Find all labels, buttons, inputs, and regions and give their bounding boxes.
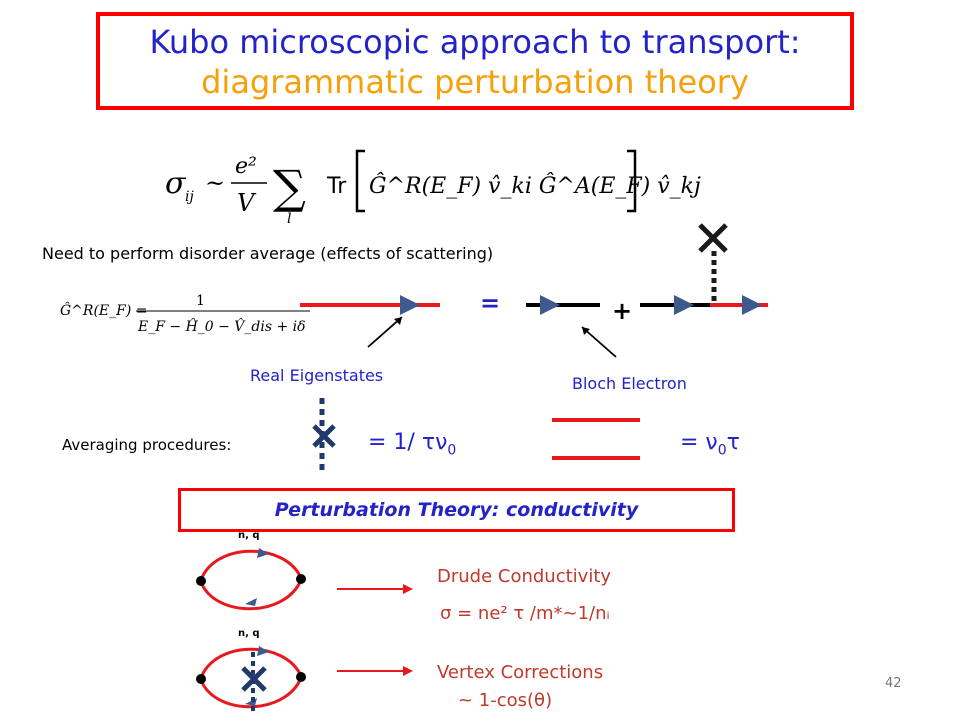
fraction-denominator: V <box>237 189 257 217</box>
top-bubble-upper-arc <box>199 549 303 581</box>
averaging-cross-b <box>312 424 336 448</box>
real-eigenstates-label: Real Eigenstates <box>250 366 384 385</box>
greens-formula-svg: Ĝ^R(E_F) = 1 E_F − Ĥ_0 − V̂_dis + iδ <box>60 293 310 335</box>
bubble-diagrams <box>196 548 306 712</box>
perturbation-theory-box: Perturbation Theory: conductivity <box>178 488 735 532</box>
sigma-symbol: σ <box>165 166 187 201</box>
top-bubble-lower-arc <box>199 579 303 611</box>
propagator-diagram: = + <box>300 223 768 358</box>
scattered-propagator-arrow <box>742 295 762 315</box>
bare-propagator-arrow <box>540 295 560 315</box>
page-number: 42 <box>885 676 902 691</box>
bubble-top-label: n, q <box>238 530 260 541</box>
averaging-label: Averaging procedures: <box>62 436 232 454</box>
second-bare-arrow <box>674 295 694 315</box>
formula-body: Ĝ^R(E_F) v̂_ki Ĝ^A(E_F) v̂_kj <box>369 172 701 199</box>
bottom-bubble-vertex-right <box>296 672 306 682</box>
top-bubble-vertex-left <box>196 576 206 586</box>
result-arrows <box>337 584 413 676</box>
kubo-formula-svg: σ ij ~ e² V ∑ l Tr Ĝ^R(E_F) v̂_ki Ĝ^A(E_… <box>165 149 701 227</box>
greens-lhs: Ĝ^R(E_F) = <box>60 301 148 319</box>
drude-title: Drude Conductivity <box>437 566 612 587</box>
trace-symbol: Tr <box>326 174 347 199</box>
title-line-1: Kubo microscopic approach to transport: <box>149 23 801 61</box>
plus-sign: + <box>612 297 632 325</box>
equals-sign: = <box>480 289 500 317</box>
bottom-bubble-upper-arrow <box>257 646 269 656</box>
sum-index: l <box>287 211 291 227</box>
real-eigenstates-pointer <box>367 316 403 348</box>
vertex-cross-b <box>241 666 267 692</box>
impurity-cross-b <box>698 223 728 253</box>
full-propagator-arrow <box>400 295 420 315</box>
averaging-eq2-tail: τ <box>726 430 740 455</box>
bubble-bottom-label: n, q <box>238 628 260 639</box>
real-eigenstates-pointer-head <box>394 317 402 325</box>
averaging-eq2-sub: 0 <box>717 442 727 459</box>
top-bubble-lower-arrow <box>245 598 257 606</box>
averaging-equation-2: = ν0τ <box>680 430 740 458</box>
greens-denominator: E_F − Ĥ_0 − V̂_dis + iδ <box>137 317 306 335</box>
disorder-note: Need to perform disorder average (effect… <box>42 244 494 263</box>
averaging-eq2-text: = ν <box>680 430 718 455</box>
greens-numerator: 1 <box>196 293 205 309</box>
bracket-left <box>355 149 365 213</box>
averaging-eq1-sub: 0 <box>447 442 457 459</box>
bloch-electron-pointer-head <box>582 327 590 335</box>
sum-symbol: ∑ <box>273 160 306 214</box>
averaging-diagram <box>312 398 640 474</box>
vertex-title: Vertex Corrections <box>437 662 604 683</box>
drude-arrow-head <box>403 584 413 594</box>
title-line-2: diagrammatic perturbation theory <box>201 63 749 101</box>
sigma-subscript: ij <box>185 189 194 205</box>
top-bubble-vertex-right <box>296 574 306 584</box>
bloch-electron-label: Bloch Electron <box>572 374 687 393</box>
averaging-equation-1: = 1/ τν0 <box>368 430 456 458</box>
kubo-formula: σ ij ~ e² V ∑ l Tr Ĝ^R(E_F) v̂_ki Ĝ^A(E_… <box>165 145 701 233</box>
bottom-bubble-vertex-left <box>196 674 206 684</box>
averaging-eq1-text: = 1/ τν <box>368 430 448 455</box>
drude-formula: σ = ne² τ /m*~1/nᵢ <box>440 603 610 624</box>
top-bubble-upper-arrow <box>257 548 269 558</box>
greens-function-formula: Ĝ^R(E_F) = 1 E_F − Ĥ_0 − V̂_dis + iδ <box>60 285 320 349</box>
vertex-formula: ~ 1-cos(θ) <box>458 690 553 711</box>
vertex-arrow-head <box>403 666 413 676</box>
fraction-numerator: e² <box>235 154 257 179</box>
sim-symbol: ~ <box>205 169 225 197</box>
bottom-bubble-lower-arc <box>199 677 303 709</box>
bottom-bubble-upper-arc <box>199 647 303 679</box>
title-box: Kubo microscopic approach to transport: … <box>96 12 854 110</box>
bloch-electron-pointer <box>581 326 617 358</box>
bracket-right <box>627 149 637 213</box>
